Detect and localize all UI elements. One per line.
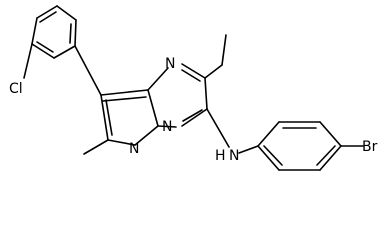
- bond: [206, 108, 230, 148]
- bond: [100, 89, 149, 96]
- bromine-label: Br: [362, 139, 378, 155]
- bond: [204, 77, 208, 110]
- pyrazole-nitrogen-label: N: [129, 141, 139, 157]
- bond: [83, 139, 109, 155]
- bond: [31, 17, 38, 45]
- chlorophenyl-ring: [31, 5, 77, 59]
- bond: [181, 108, 208, 127]
- bond: [56, 5, 77, 21]
- pyrimidine-ring: [147, 63, 208, 128]
- bond: [319, 145, 342, 171]
- bond: [39, 11, 57, 23]
- amine-hydrogen-label: H: [215, 148, 226, 164]
- bond: [147, 89, 159, 127]
- bond: [257, 145, 280, 171]
- bond: [257, 121, 280, 147]
- bond: [69, 23, 72, 44]
- bond: [107, 139, 136, 146]
- bond: [181, 63, 206, 79]
- bromophenyl-ring: [257, 121, 342, 171]
- bond: [36, 41, 54, 53]
- bond: [74, 45, 102, 96]
- pyrimidine-nitrogen-label: N: [165, 56, 175, 72]
- bond: [157, 125, 177, 128]
- bond: [316, 145, 336, 166]
- bond: [182, 109, 203, 122]
- amine-nitrogen-label: N: [229, 148, 239, 164]
- pyrazole-ring: [100, 89, 159, 146]
- bond: [147, 67, 169, 91]
- bond: [181, 69, 201, 82]
- bridgehead-nitrogen-label: N: [162, 119, 172, 135]
- bond: [53, 45, 76, 59]
- bond: [204, 64, 223, 79]
- bond: [23, 43, 33, 79]
- bond: [36, 5, 58, 19]
- bond: [319, 121, 342, 147]
- bond: [105, 99, 113, 136]
- bond: [31, 43, 55, 59]
- bond: [238, 145, 259, 154]
- bond: [221, 34, 227, 66]
- molecule-structure: Cl N N N N H Br: [9, 5, 378, 171]
- chlorine-label: Cl: [9, 81, 23, 97]
- bond: [134, 125, 159, 146]
- bond: [263, 145, 283, 166]
- bond: [102, 96, 147, 102]
- bond: [100, 94, 109, 141]
- bond: [74, 19, 77, 47]
